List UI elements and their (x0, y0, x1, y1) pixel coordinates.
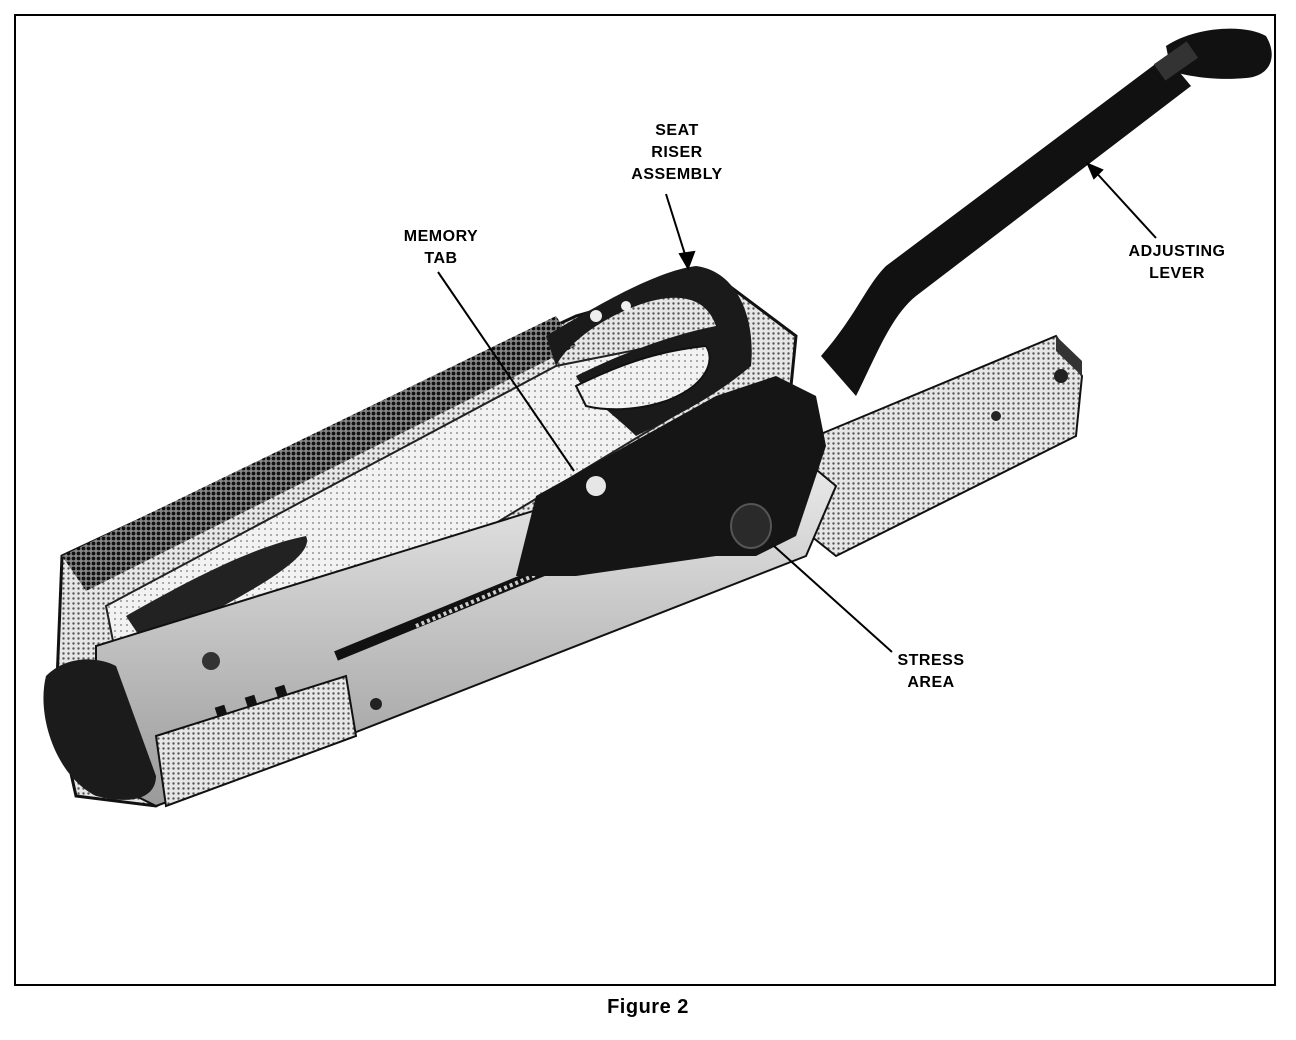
right-rail (784, 334, 1084, 558)
memory-tab-leader (437, 271, 575, 472)
seat-riser-assembly-label: SEAT RISER ASSEMBLY (631, 122, 723, 183)
adjusting-lever-arrowhead (1086, 162, 1104, 180)
stress-area-label: STRESS AREA (897, 652, 965, 691)
adjusting-lever-shape (821, 28, 1272, 396)
adjusting-lever-leader (1091, 167, 1157, 239)
adjusting-lever-label: ADJUSTING LEVER (1128, 243, 1226, 282)
latch-mechanism (516, 376, 826, 576)
memory-tab-label: MEMORY TAB (403, 228, 479, 267)
stress-area-leader (773, 545, 893, 653)
seat-riser-assembly-shape (546, 266, 752, 436)
figure-frame: SEAT RISER ASSEMBLY MEMORY TAB ADJUSTING… (14, 14, 1276, 986)
callout-leaders (437, 162, 1157, 653)
figure-caption: Figure 2 (607, 996, 689, 1018)
seat-track-photo (43, 28, 1272, 808)
seat-riser-leader (665, 193, 689, 265)
seat-riser-arrowhead (678, 250, 696, 271)
